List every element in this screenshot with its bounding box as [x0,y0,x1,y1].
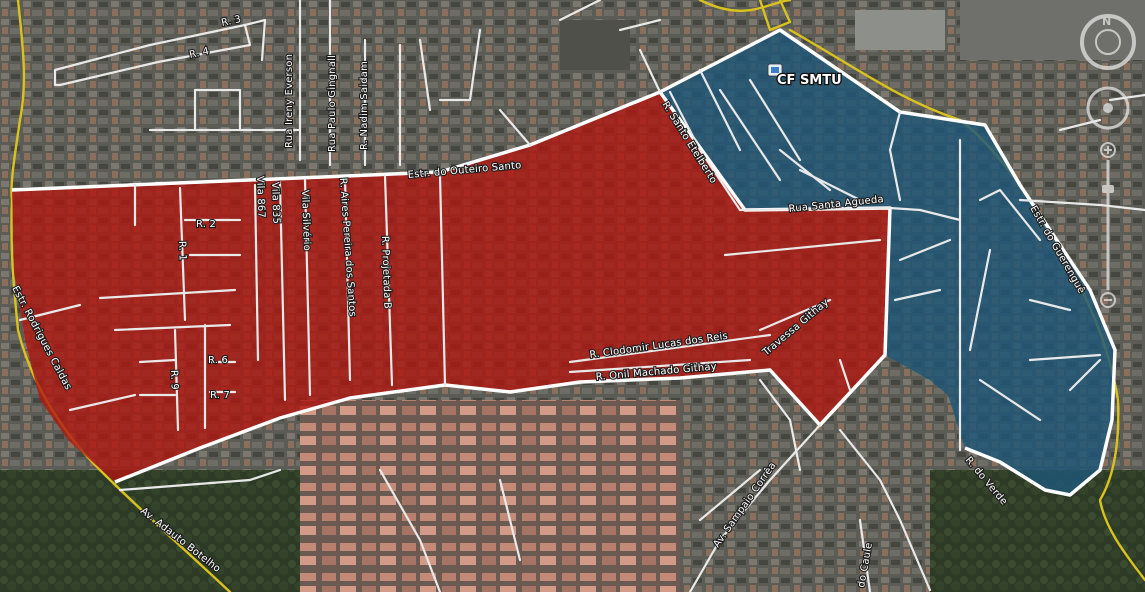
svg-text:N: N [1102,15,1111,28]
street-label: Vila 835 [269,182,281,225]
blue-coverage-zone[interactable] [660,30,1115,495]
placemark-cf-smtu[interactable]: CF SMTU [767,63,843,89]
blue-zone-border [659,28,1117,497]
look-joystick-icon[interactable] [1086,86,1130,130]
street-label: R. 4 [188,46,210,61]
street-label: Vila 867 [254,176,266,219]
street-label: R. 9 [168,370,180,390]
red-zone-border [11,90,892,484]
red-coverage-zone[interactable] [12,92,890,482]
street-label: R. Projetada B [379,236,393,309]
placemark-label: CF SMTU [777,73,842,88]
street-label: R. 3 [220,14,242,29]
compass-rose-icon[interactable]: N [1080,14,1136,70]
street-label: Vila Silvério [299,190,313,251]
street-label: R. Nadim Saidam [359,61,370,150]
street-label: Rua Paulo Gingnall [327,55,338,152]
street-label: R. 2 [196,219,216,230]
street-label: R. 1 [176,241,188,261]
map-navigation-controls[interactable]: N [1080,14,1136,308]
placemark-icon[interactable] [767,63,783,77]
street-label: R. 6 [208,355,228,366]
street-label: R. 7 [210,390,230,401]
zoom-slider-icon[interactable] [1100,142,1116,308]
street-lines [18,0,1145,592]
street-label: Rua Ireny Everson [284,54,295,148]
